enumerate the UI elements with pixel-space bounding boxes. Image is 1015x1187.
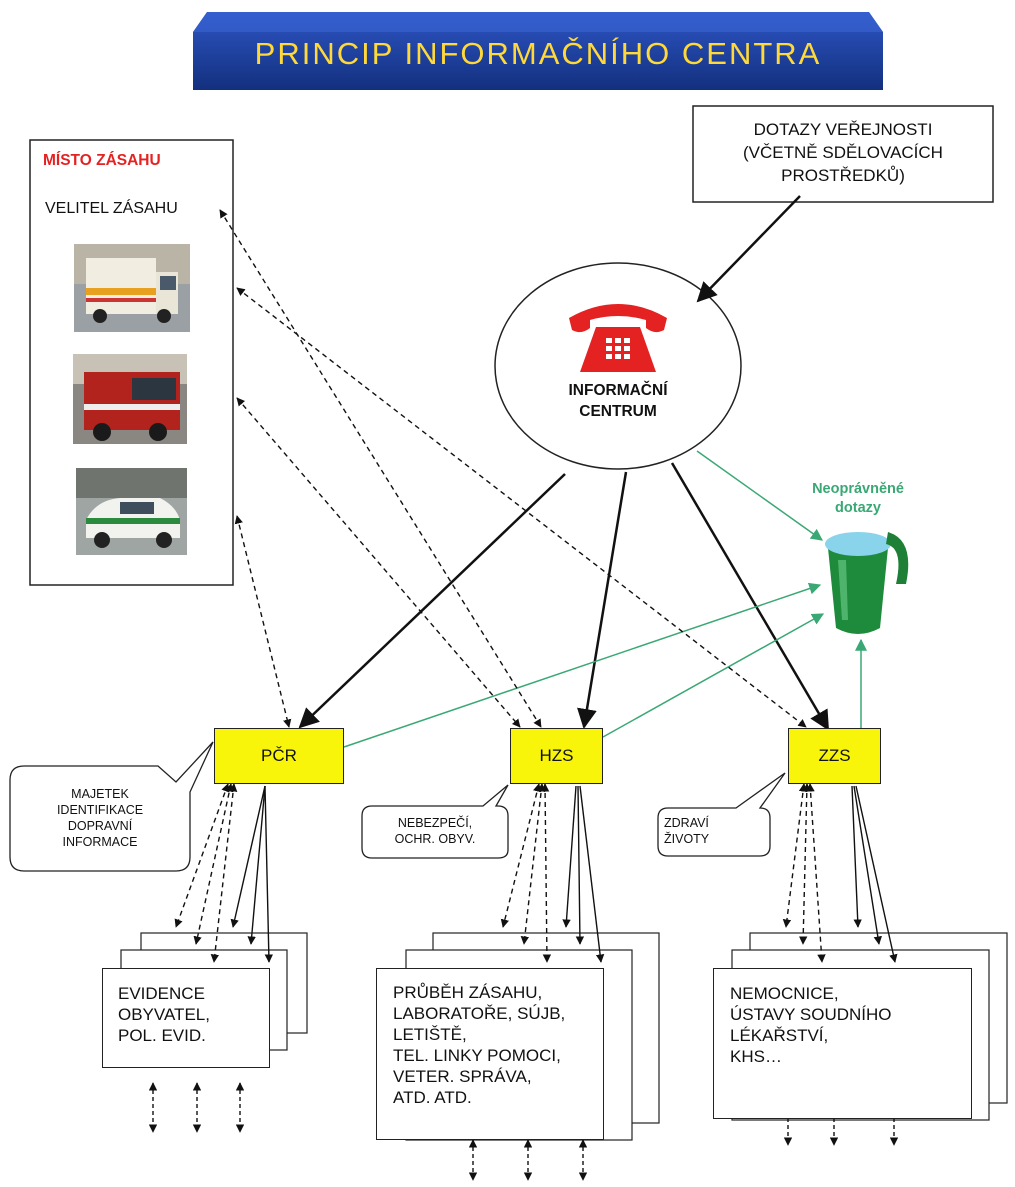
unauthorized-queries-label: Neoprávněné dotazy bbox=[812, 481, 904, 516]
hzs-stack-text: PRŮBĚH ZÁSAHU, LABORATOŘE, SÚJB, LETIŠTĚ… bbox=[393, 983, 566, 1107]
fire-truck-photo bbox=[73, 354, 187, 444]
trash-bin-icon bbox=[825, 532, 909, 634]
zzs-callout-text: ZDRAVÍ ŽIVOTY bbox=[664, 816, 710, 846]
hzs-stack-front: PRŮBĚH ZÁSAHU, LABORATOŘE, SÚJB, LETIŠTĚ… bbox=[376, 968, 604, 1140]
title-banner bbox=[193, 12, 883, 90]
ambulance-photo bbox=[74, 244, 190, 332]
police-car-photo bbox=[76, 468, 187, 555]
site-node-links bbox=[219, 209, 807, 728]
center-to-pcr-arrow bbox=[298, 473, 566, 729]
pcr-stack-front: EVIDENCE OBYVATEL, POL. EVID. bbox=[102, 968, 270, 1068]
incident-site-title: MÍSTO ZÁSAHU bbox=[43, 152, 161, 169]
zzs-stack-links bbox=[782, 783, 898, 963]
node-zzs: ZZS bbox=[788, 728, 881, 784]
page-title: PRINCIP INFORMAČNÍHO CENTRA bbox=[254, 36, 822, 71]
zzs-callout-bubble bbox=[657, 772, 786, 857]
zzs-stack-front: NEMOCNICE, ÚSTAVY SOUDNÍHO LÉKAŘSTVÍ, KH… bbox=[713, 968, 972, 1119]
pcr-callout-bubble bbox=[9, 741, 214, 872]
center-to-hzs-arrow bbox=[577, 471, 628, 729]
hzs-callout-text: NEBEZPEČÍ, OCHR. OBYV. bbox=[394, 816, 476, 846]
zzs-stack-text: NEMOCNICE, ÚSTAVY SOUDNÍHO LÉKAŘSTVÍ, KH… bbox=[730, 984, 892, 1066]
unauthorized-query-arrows bbox=[343, 450, 867, 748]
node-hzs-label: HZS bbox=[539, 746, 574, 765]
pcr-stack-text: EVIDENCE OBYVATEL, POL. EVID. bbox=[118, 984, 210, 1045]
public-queries-text: DOTAZY VEŘEJNOSTI (VČETNĚ SDĚLOVACÍCH PR… bbox=[743, 120, 943, 185]
hzs-callout-bubble bbox=[361, 784, 509, 859]
pcr-callout-text: MAJETEK IDENTIFIKACE DOPRAVNÍ INFORMACE bbox=[56, 787, 144, 849]
info-center-label: INFORMAČNÍ CENTRUM bbox=[568, 382, 668, 420]
node-pcr-label: PČR bbox=[261, 746, 297, 765]
incident-commander-label: VELITEL ZÁSAHU bbox=[45, 200, 178, 217]
public-to-center-arrow bbox=[696, 195, 801, 303]
node-zzs-label: ZZS bbox=[818, 746, 851, 765]
public-queries-box bbox=[692, 105, 994, 203]
node-hzs: HZS bbox=[510, 728, 603, 784]
node-pcr: PČR bbox=[214, 728, 344, 784]
pcr-stack-links bbox=[174, 783, 274, 963]
hzs-stack-links bbox=[500, 783, 605, 963]
